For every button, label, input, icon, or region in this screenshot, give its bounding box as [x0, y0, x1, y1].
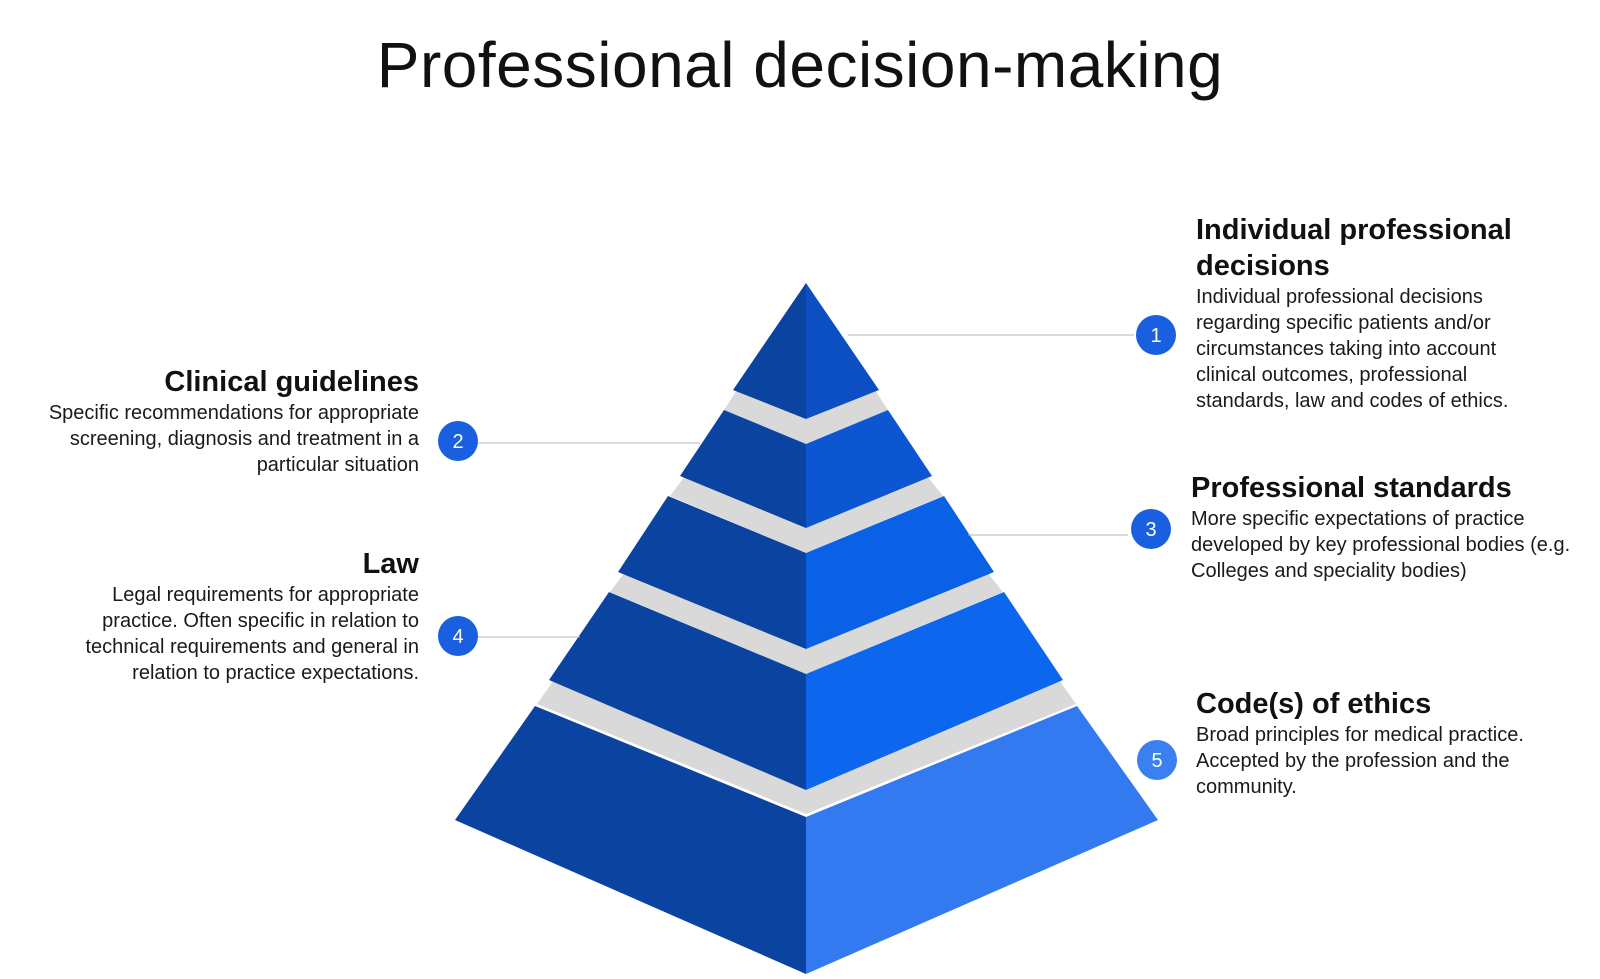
badge-3: 3: [1131, 509, 1171, 549]
level-5-left-face: [455, 706, 806, 974]
level-4-description: Legal requirements for appropriate pract…: [85, 584, 419, 684]
level-1-text: Individual professional decisions Indivi…: [1196, 212, 1556, 414]
badge-5-circle: [1137, 740, 1177, 780]
level-2-heading: Clinical guidelines: [164, 366, 419, 398]
level-2-text: Clinical guidelines Specific recommendat…: [40, 364, 419, 478]
level-1-right-face: [806, 283, 879, 419]
level-5-description: Broad principles for medical practice. A…: [1196, 724, 1524, 798]
badge-3-number: 3: [1145, 519, 1156, 541]
level-1-heading: Individual professional decisions: [1196, 214, 1512, 282]
level-3-description: More specific expectations of practice d…: [1191, 508, 1571, 582]
badge-1: 1: [1136, 315, 1176, 355]
level-3-heading: Professional standards: [1191, 472, 1512, 504]
level-2-left-face: [680, 410, 806, 528]
level-1-description: Individual professional decisions regard…: [1196, 286, 1509, 412]
level-4-right-face: [806, 592, 1063, 790]
badge-2-circle: [438, 421, 478, 461]
level-4-left-face: [549, 592, 806, 790]
pyramid-level-5: [455, 706, 1158, 974]
level-3-text: Professional standards More specific exp…: [1191, 470, 1571, 584]
pyramid-level-3: [618, 496, 994, 649]
badge-2-number: 2: [452, 431, 463, 453]
level-1-left-face: [733, 283, 806, 419]
level-5-heading: Code(s) of ethics: [1196, 688, 1432, 720]
separator-band-1: [724, 390, 888, 444]
badge-5-number: 5: [1151, 750, 1162, 772]
badge-2: 2: [438, 421, 478, 461]
level-4-heading: Law: [362, 548, 419, 580]
separator-band-2: [670, 476, 943, 553]
level-2-right-face: [806, 410, 932, 528]
badge-4-circle: [438, 616, 478, 656]
badge-4: 4: [438, 616, 478, 656]
level-3-left-face: [618, 496, 806, 649]
level-2-description: Specific recommendations for appropriate…: [48, 402, 419, 476]
level-4-text: Law Legal requirements for appropriate p…: [40, 546, 419, 686]
level-3-right-face: [806, 496, 994, 649]
pyramid-level-4: [549, 592, 1063, 790]
badge-1-number: 1: [1150, 325, 1161, 347]
page-title: Professional decision-making: [376, 29, 1224, 101]
badge-4-number: 4: [452, 626, 463, 648]
pyramid-level-1: [733, 283, 879, 419]
badge-3-circle: [1131, 509, 1171, 549]
level-5-text: Code(s) of ethics Broad principles for m…: [1196, 686, 1566, 800]
pyramid-level-2: [680, 410, 932, 528]
badge-5: 5: [1137, 740, 1177, 780]
level-5-right-face: [806, 706, 1158, 974]
badge-1-circle: [1136, 315, 1176, 355]
